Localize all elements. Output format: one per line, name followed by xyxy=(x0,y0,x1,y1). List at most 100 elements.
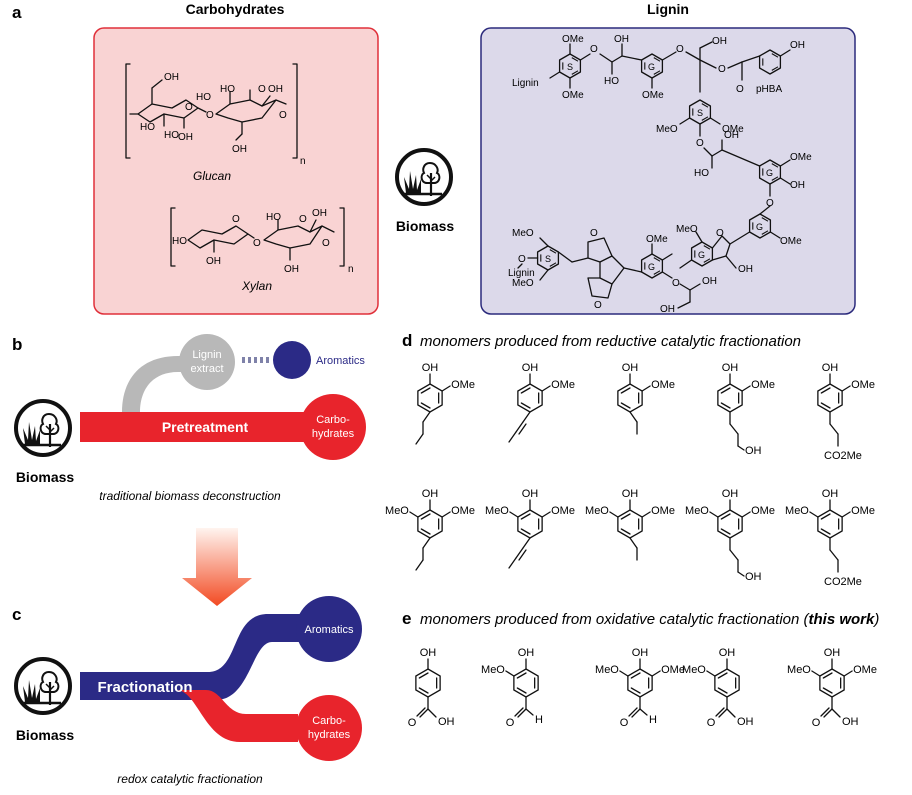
lignin-oh-5: OH xyxy=(790,180,805,191)
double-bond xyxy=(620,513,631,520)
ome-label: OMe xyxy=(651,505,675,517)
meo-label: MeO xyxy=(685,505,709,517)
oh-label: OH xyxy=(632,647,649,659)
lignin-structure: S OMe OMe Lignin O OH HO G OMe O OH O O xyxy=(508,34,812,315)
lignin-ring-s-3: S xyxy=(545,254,551,264)
bond xyxy=(416,707,426,717)
panel-e-letter: e xyxy=(402,609,411,628)
panel-a-letter: a xyxy=(12,3,22,22)
meo-label: MeO xyxy=(485,505,509,517)
lignin-o-9: O xyxy=(590,228,598,239)
caption-c: redox catalytic fractionation xyxy=(117,772,263,786)
lignin-text-1: Lignin xyxy=(512,78,539,89)
double-bond xyxy=(620,387,631,394)
bond xyxy=(641,385,651,392)
bond xyxy=(441,511,451,518)
xylan-ho-r2: HO xyxy=(266,212,281,223)
double-bond xyxy=(520,402,531,409)
xylan-oh-bottom: OH xyxy=(206,256,221,267)
oh-label: OH xyxy=(422,362,439,374)
double-bond xyxy=(620,528,631,535)
xylan-label: Xylan xyxy=(241,279,272,293)
bond xyxy=(631,708,641,718)
aromatics-label-b: Aromatics xyxy=(316,355,365,367)
carbohydrates-label-c-2: hydrates xyxy=(308,729,351,741)
lignin-meo-3: MeO xyxy=(512,228,534,239)
glucan-oh-top: OH xyxy=(164,72,179,83)
bond xyxy=(422,411,431,423)
co2me-label: CO2Me xyxy=(824,576,862,588)
glucan-o-r2: O xyxy=(258,84,266,95)
bond xyxy=(718,708,728,718)
double-bond xyxy=(520,513,531,520)
bond xyxy=(829,549,839,561)
lignin-o-3: O xyxy=(718,64,726,75)
lignin-oh-3: OH xyxy=(790,40,805,51)
lignin-o-6: O xyxy=(766,198,774,209)
bond xyxy=(508,431,517,443)
bond xyxy=(811,670,821,677)
panel-d-letter: d xyxy=(402,331,412,350)
panel-e-title: monomers produced from oxidative catalyt… xyxy=(420,611,879,628)
lignin-o-5: O xyxy=(696,138,704,149)
double-bond xyxy=(820,528,831,535)
glucan-label: Glucan xyxy=(193,169,231,183)
biomass-label-b: Biomass xyxy=(16,469,75,485)
glucan-ho-r2: HO xyxy=(220,84,235,95)
lignin-oh-6: OH xyxy=(738,264,753,275)
meo-label: MeO xyxy=(787,664,811,676)
double-bond xyxy=(520,387,531,394)
o-label: O xyxy=(506,717,515,729)
lignin-ring-s-2: S xyxy=(697,108,703,118)
double-bond xyxy=(720,387,731,394)
bond xyxy=(709,511,719,518)
double-bond xyxy=(420,513,431,520)
bond xyxy=(619,670,629,677)
xylan-ho-left: HO xyxy=(172,236,187,247)
bond xyxy=(515,547,524,559)
glucan-structure: OH HO HO OH O O HO O OH O OH HO xyxy=(125,63,298,159)
oh-label: OH xyxy=(522,488,539,500)
oh-label: OH xyxy=(737,716,754,728)
panel-d-title: monomers produced from reductive catalyt… xyxy=(420,333,801,350)
panel-e-title-bold: this work xyxy=(809,611,876,628)
double-bond xyxy=(822,687,833,694)
meo-label: MeO xyxy=(585,505,609,517)
o-label: O xyxy=(620,717,629,729)
ome-label: OMe xyxy=(651,379,675,391)
biomass-icon-b xyxy=(14,399,72,457)
bond xyxy=(508,557,517,569)
lignin-meo-1: MeO xyxy=(656,124,678,135)
glucan-o-r2b: O xyxy=(279,110,287,121)
lignin-o-8: O xyxy=(672,278,680,289)
ome-label: OMe xyxy=(751,379,775,391)
ome-label: OMe xyxy=(451,505,475,517)
oh-label: OH xyxy=(822,362,839,374)
biomass-label-a: Biomass xyxy=(396,218,455,234)
oh-label: OH xyxy=(824,647,841,659)
bond xyxy=(409,511,419,518)
lignin-ho-2: HO xyxy=(694,168,709,179)
meo-label: MeO xyxy=(481,664,505,676)
carbohydrates-branch-c xyxy=(176,690,298,742)
bond xyxy=(629,411,638,423)
bond xyxy=(737,445,745,451)
aromatics-node-c xyxy=(296,596,362,662)
lignin-ring-g-1: G xyxy=(648,62,655,72)
double-bond xyxy=(820,513,831,520)
oh-label: OH xyxy=(745,571,762,583)
lignin-o-2: O xyxy=(676,44,684,55)
bond xyxy=(422,537,431,549)
bond xyxy=(541,511,551,518)
oh-label: OH xyxy=(420,647,437,659)
ome-label: OMe xyxy=(851,505,875,517)
oh-label: OH xyxy=(622,488,639,500)
lignin-oh-8: OH xyxy=(660,304,675,315)
